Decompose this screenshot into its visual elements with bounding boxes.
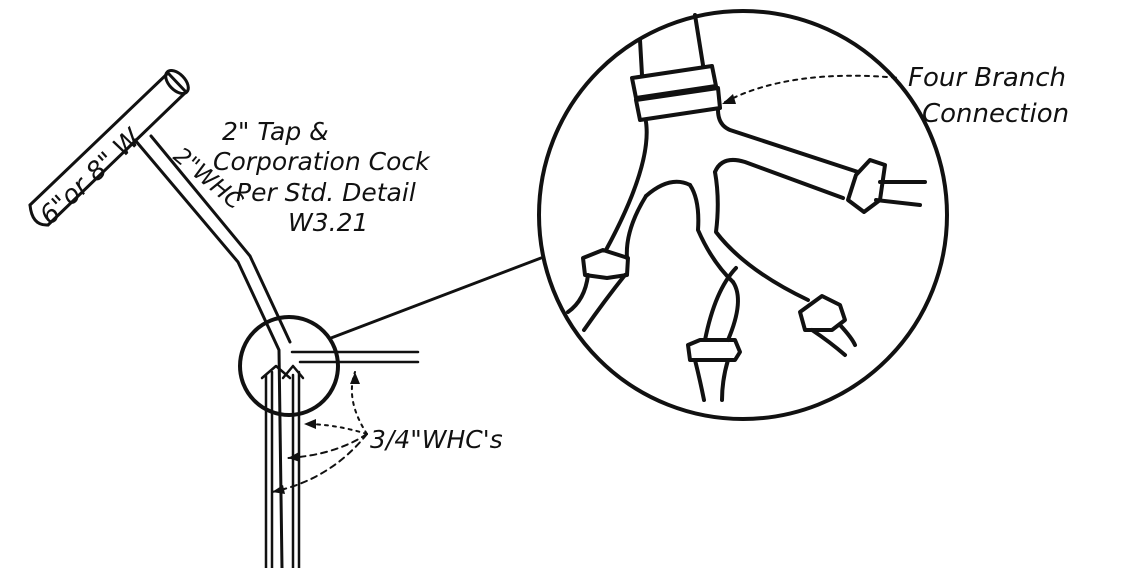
tap-label-line1: 2" Tap & xyxy=(222,117,329,146)
laterals-label: 3/4"WHC's xyxy=(370,425,503,454)
lateral-leaders: 3/4"WHC's xyxy=(271,371,503,494)
branch-callout: Four Branch Connection xyxy=(722,63,1069,129)
tap-label-line3: Per Std. Detail xyxy=(236,178,416,207)
tap-callout: 2" Tap & Corporation Cock Per Std. Detai… xyxy=(213,117,431,237)
detail-circle-small xyxy=(238,315,340,417)
water-main: 6"or 8" W xyxy=(28,68,190,231)
tap-label-line2: Corporation Cock xyxy=(213,147,431,176)
main-line-label: 6"or 8" W xyxy=(34,122,147,231)
tap-label-line4: W3.21 xyxy=(288,208,368,237)
branch-lines xyxy=(260,350,420,568)
detail-circle-large xyxy=(537,9,949,421)
detail-leader-line xyxy=(329,256,543,340)
branch-label-line2: Connection xyxy=(922,99,1069,129)
branch-label-line1: Four Branch xyxy=(908,63,1066,93)
